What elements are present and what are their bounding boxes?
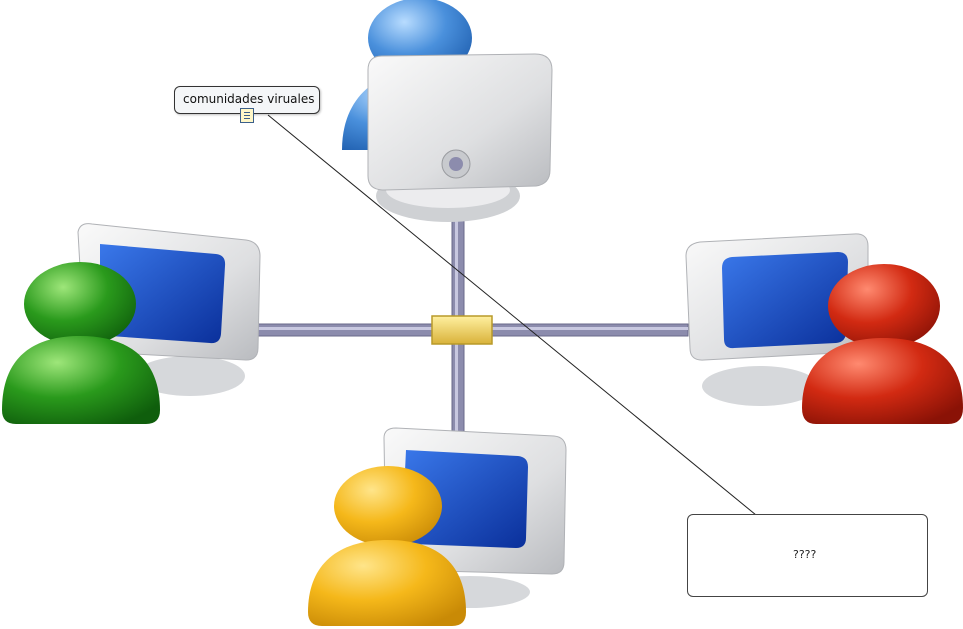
connector-line (267, 114, 757, 516)
image-card[interactable] (687, 514, 928, 597)
user-right (802, 264, 963, 424)
monitor-top (367, 53, 553, 222)
network-hub (431, 315, 493, 345)
image-card-text: ???? (793, 548, 817, 561)
concept-label-text: comunidades viruales (183, 92, 315, 106)
user-bottom (308, 466, 466, 626)
user-left (2, 262, 160, 424)
note-icon[interactable] (240, 108, 254, 123)
monitor-right (685, 233, 869, 406)
